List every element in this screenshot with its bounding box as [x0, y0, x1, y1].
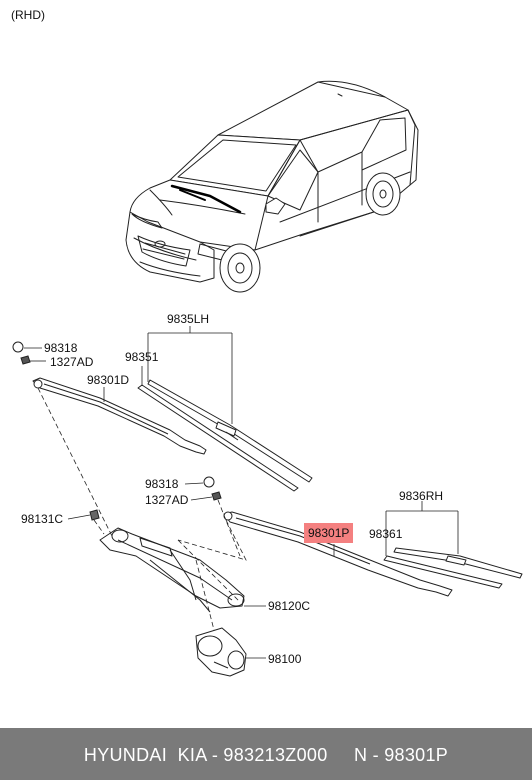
wiper-arm-left — [32, 377, 207, 455]
wiper-blade-right — [383, 547, 523, 589]
label-1327ad-right: 1327AD — [145, 493, 189, 507]
label-98301p-highlighted: 98301P — [304, 523, 354, 543]
label-98100: 98100 — [268, 652, 302, 666]
footer-bar: HYUNDAI KIA - 983213Z000 N - 98301P — [0, 728, 532, 780]
parts-diagram — [12, 80, 523, 677]
linkage-assembly — [99, 527, 245, 613]
label-98351: 98351 — [125, 350, 159, 364]
label-1327ad-left: 1327AD — [50, 355, 94, 369]
cap-nut-right — [203, 476, 222, 501]
footer-part-numbers: HYUNDAI KIA - 983213Z000 N - 98301P — [83, 745, 449, 765]
cap-nut-left — [12, 341, 31, 365]
label-98318-right: 98318 — [145, 477, 179, 491]
label-98131c: 98131C — [21, 512, 64, 526]
label-9835lh: 9835LH — [167, 312, 210, 326]
guide-lines-dashed — [37, 387, 247, 631]
variant-note: (RHD) — [11, 8, 45, 22]
label-98361: 98361 — [369, 527, 403, 541]
label-9836rh: 9836RH — [399, 489, 444, 503]
label-98301d: 98301D — [87, 373, 130, 387]
wiper-motor — [195, 627, 247, 677]
wiper-blade-left — [137, 379, 313, 492]
car-illustration — [125, 80, 419, 293]
leader-lines — [24, 326, 459, 659]
screw-part — [89, 509, 100, 521]
label-98120c: 98120C — [268, 599, 311, 613]
label-98318-left: 98318 — [44, 341, 78, 355]
